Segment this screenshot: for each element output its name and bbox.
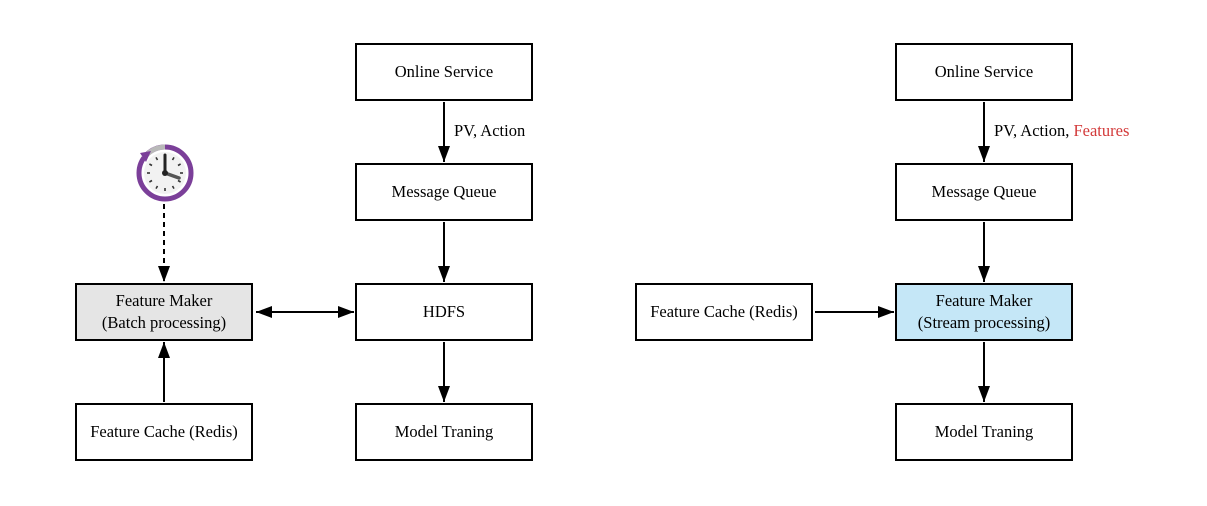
left-online-service-label: Online Service xyxy=(394,62,494,81)
right-model-training-label: Model Traning xyxy=(934,422,1034,441)
left-hdfs-label: HDFS xyxy=(422,302,466,321)
features-highlight: Features xyxy=(1073,121,1130,140)
right-edge-label: PV, Action, Features xyxy=(994,121,1130,140)
left-feature-maker-subtitle: (Batch processing) xyxy=(101,313,227,332)
left-model-training-label: Model Traning xyxy=(394,422,494,441)
right-message-queue-box: Message Queue xyxy=(895,163,1073,221)
right-feature-maker-subtitle: (Stream processing) xyxy=(917,313,1051,332)
right-feature-cache-box: Feature Cache (Redis) xyxy=(635,283,813,341)
left-feature-maker-box: Feature Maker (Batch processing) xyxy=(75,283,253,341)
left-feature-maker-title: Feature Maker xyxy=(115,291,213,310)
left-message-queue-label: Message Queue xyxy=(391,182,497,201)
right-message-queue-label: Message Queue xyxy=(931,182,1037,201)
left-model-training-box: Model Traning xyxy=(355,403,533,461)
right-feature-maker-title: Feature Maker xyxy=(935,291,1033,310)
left-hdfs-box: HDFS xyxy=(355,283,533,341)
right-feature-maker-box: Feature Maker (Stream processing) xyxy=(895,283,1073,341)
right-model-training-box: Model Traning xyxy=(895,403,1073,461)
left-edge-label: PV, Action xyxy=(454,121,526,140)
right-feature-cache-label: Feature Cache (Redis) xyxy=(650,302,798,321)
left-feature-cache-label: Feature Cache (Redis) xyxy=(90,422,238,441)
left-message-queue-box: Message Queue xyxy=(355,163,533,221)
clock-refresh-icon xyxy=(136,144,194,202)
right-online-service-box: Online Service xyxy=(895,43,1073,101)
right-online-service-label: Online Service xyxy=(934,62,1034,81)
left-online-service-box: Online Service xyxy=(355,43,533,101)
left-feature-cache-box: Feature Cache (Redis) xyxy=(75,403,253,461)
